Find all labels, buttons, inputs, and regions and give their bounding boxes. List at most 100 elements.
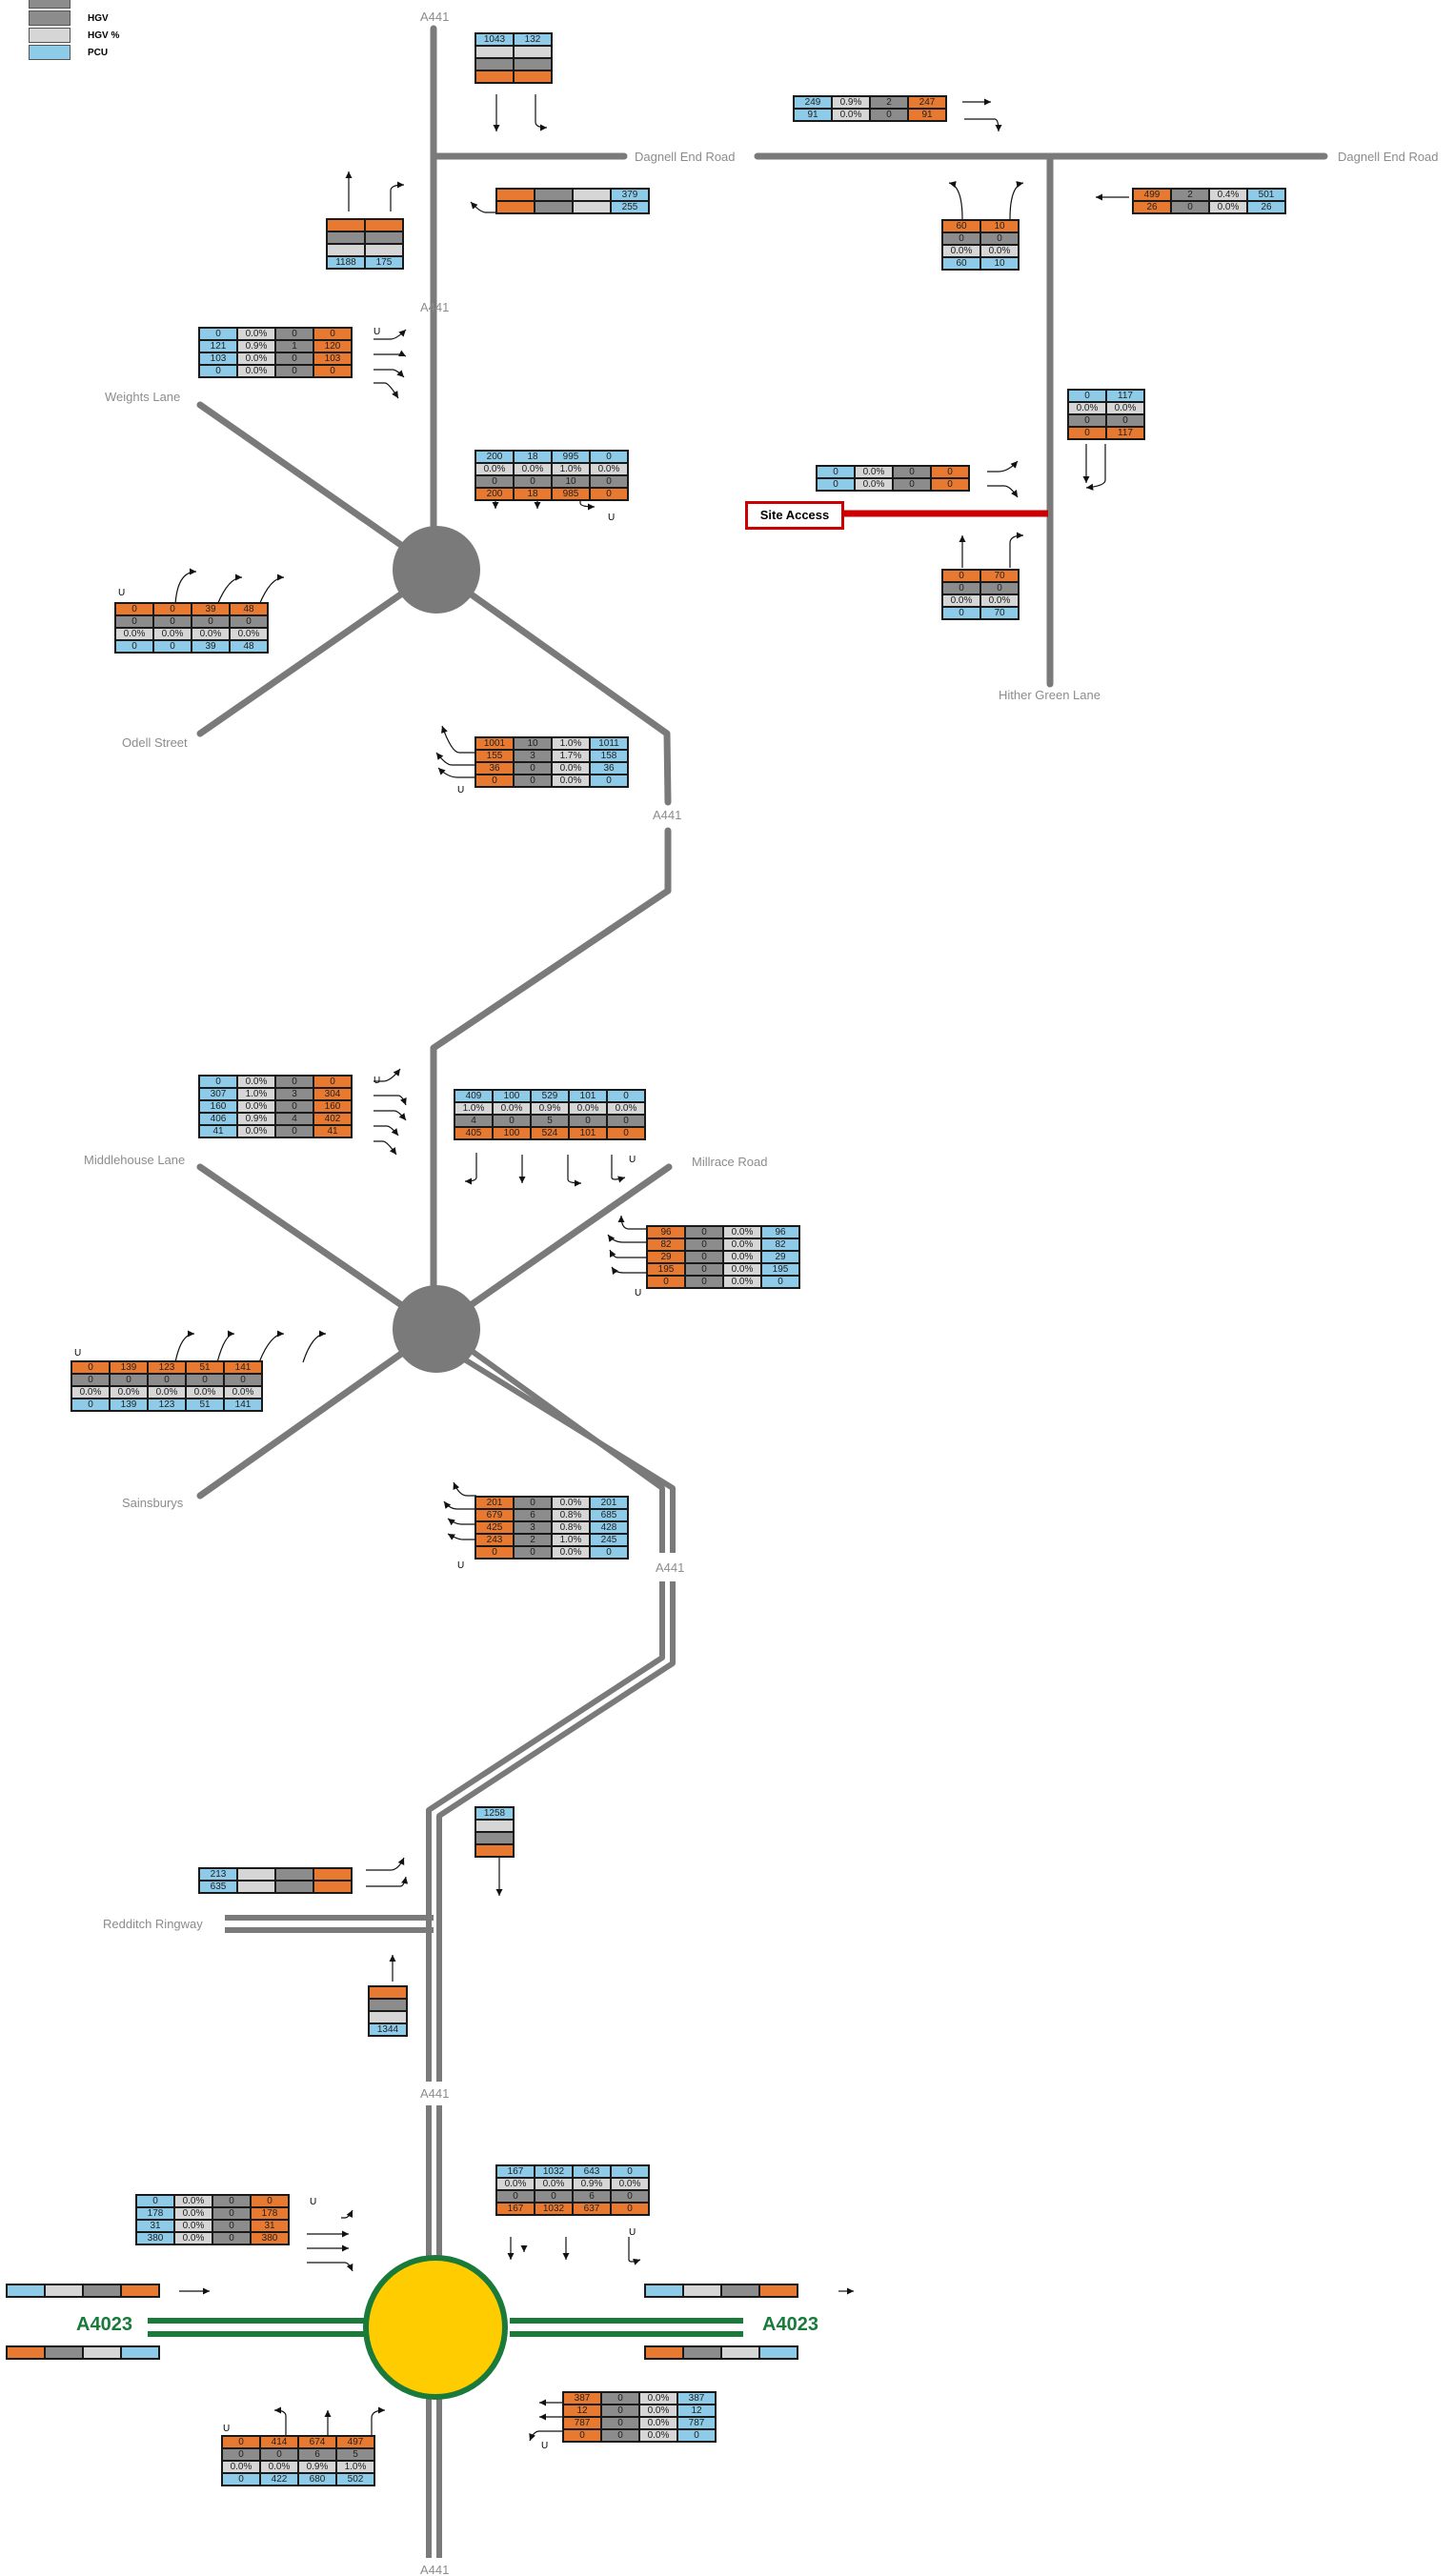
road-label-hither-green-lane: Hither Green Lane [999,688,1101,702]
table-cell: 1.0% [454,1101,494,1116]
table-cell: 10 [513,736,553,751]
roads-grey [196,25,1328,1499]
u-turn-label: U [118,588,126,598]
table-cell: 91 [793,108,833,122]
table-cell: 5 [530,1114,570,1128]
table-row: 0.0%0.0% [941,594,1020,608]
table-cell: 0.0% [551,1496,591,1510]
table-cell: 0.0% [236,1124,276,1138]
table-cell: 0 [979,231,1020,246]
table-cell: 0 [568,1114,608,1128]
table-cell [534,200,574,214]
table-cell [274,1880,314,1894]
table-cell: 0.0% [534,2177,574,2191]
legend-swatch [29,0,71,9]
table-cell: 247 [907,95,947,110]
table-cell: 0 [274,327,314,341]
table-cell [82,2345,122,2360]
table-cell: 0.0% [492,1101,532,1116]
table-cell: 91 [907,108,947,122]
table-cell: 787 [562,2416,602,2430]
table-cell: 160 [198,1099,238,1114]
table-cell: 0.8% [551,1508,591,1522]
table-cell: 0.0% [722,1275,762,1289]
table-cell [513,70,553,84]
table-cell: 0.0% [173,2206,213,2221]
table-cell: 680 [297,2472,337,2486]
table-cell: 31 [250,2219,290,2233]
table-cell [475,1831,515,1845]
table-cell: 178 [135,2206,175,2221]
table-cell: 36 [475,761,515,775]
u-turn-label: U [629,1155,636,1165]
table-cell [534,188,574,202]
table-cell [495,188,535,202]
table-cell: 0.0% [223,1385,263,1399]
table-row: 0.0%0.0% [941,244,1020,258]
table-cell [513,45,553,59]
table-cell: 0 [684,1238,724,1252]
table-cell: 0 [274,364,314,378]
table-cell: 0 [475,474,515,489]
table-row: 0.0%0.0%0.9%0.0% [495,2177,650,2191]
road-label-millrace-road: Millrace Road [692,1155,768,1169]
table-cell: 0.0% [831,108,871,122]
table-cell: 0 [71,1398,111,1412]
u-turn-label: U [629,2227,636,2238]
table-row [475,70,553,84]
table-cell: 1001 [475,736,515,751]
table-cell [364,218,404,232]
table-cell: 1.0% [551,462,591,476]
table-cell: 0 [1067,389,1107,403]
legend-row [29,0,119,10]
road-label-middlehouse-lane: Middlehouse Lane [84,1153,186,1167]
table-cell: 406 [198,1112,238,1126]
road-label-a441: A441 [420,2086,450,2101]
table-cell: 1258 [475,1806,515,1821]
table-row [368,1998,408,2012]
road-a441-middle [430,827,672,1333]
table-cell: 0 [198,327,238,341]
table-cell: 1.0% [335,2460,375,2474]
table-cell: 2 [513,1533,553,1547]
table-cell [513,57,553,71]
u-turn-label: U [457,785,465,795]
table-row: 213 [198,1867,353,1882]
legend-swatch [29,45,71,60]
table-cell [368,1985,408,2000]
table-cell: 1043 [475,32,515,47]
table-cell: 255 [610,200,650,214]
table-cell: 3 [274,1087,314,1101]
table-cell: 10 [551,474,591,489]
table-cell: 1.0% [551,736,591,751]
table-cell: 0 [274,1099,314,1114]
table-cell [274,1867,314,1882]
table-row [326,243,404,257]
table-cell: 29 [760,1250,800,1264]
table-cell: 379 [610,188,650,202]
road-a441-south1 [433,566,672,806]
table-cell [364,243,404,257]
legend-label: HGV [88,12,109,24]
table-cell: 0 [600,2416,640,2430]
u-turn-label: U [541,2441,549,2451]
table-cell: 0 [221,2472,261,2486]
table-cell: 121 [198,339,238,353]
table-cell: 0.9% [236,339,276,353]
table-row: 255 [495,200,650,214]
table-cell: 12 [562,2404,602,2418]
table-cell: 123 [147,1398,187,1412]
table-cell [758,2345,798,2360]
table-cell: 0 [147,1373,187,1387]
